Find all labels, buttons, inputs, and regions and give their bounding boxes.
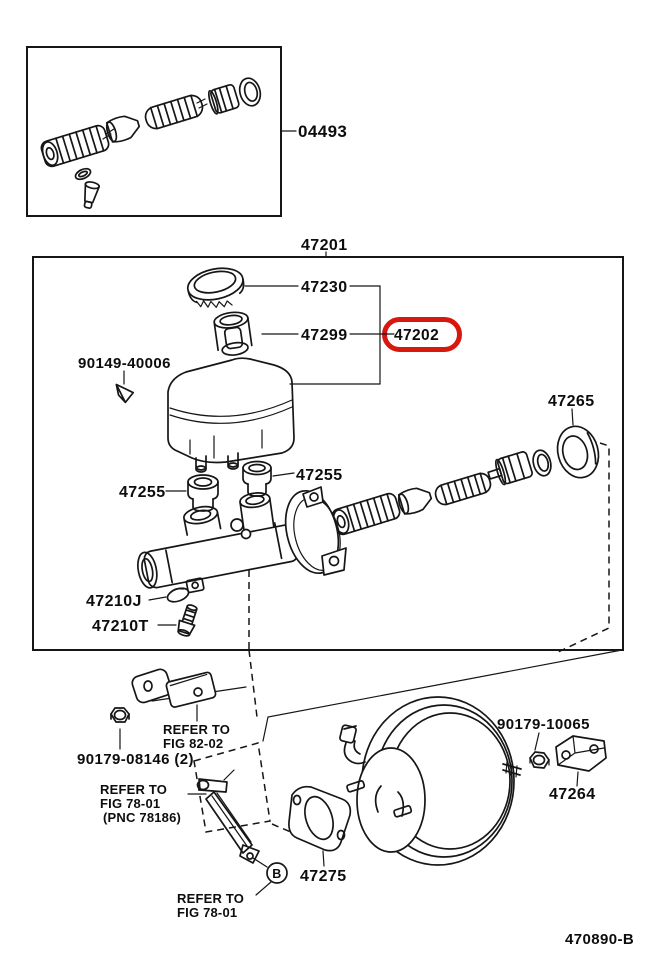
bracket-hole-right [193, 687, 203, 697]
grommet-rear-drawing [242, 460, 272, 497]
master-cylinder-drawing [137, 486, 347, 594]
part-label-outlet-grommet: 47210J [86, 593, 142, 610]
ref-fig82-line2: FIG 82-02 [163, 736, 223, 751]
cylinder-barrel-details [137, 522, 283, 594]
part-label-cap: 47230 [301, 279, 348, 296]
booster-drawing [339, 696, 522, 866]
ref-fig78a-line2: FIG 78-01 [100, 796, 160, 811]
part-label-highlighted: 47202 [394, 327, 439, 344]
grommet-front-group: 47255 [119, 474, 219, 512]
part-label-gasket: 47275 [300, 868, 347, 885]
kit-piston-boot [40, 124, 110, 168]
drawing-number: 470890-B [565, 931, 634, 948]
cylinder-port-front [183, 505, 222, 536]
cylinder-port-rear [239, 492, 276, 539]
repair-kit-box: 04493 [26, 46, 347, 217]
reservoir-callouts: 47230 47299 47202 90149-40006 [78, 279, 462, 385]
ref-fig78a-line1: REFER TO [100, 782, 167, 797]
callout-b-label: B [272, 867, 281, 881]
part-label-strainer: 47299 [301, 327, 348, 344]
primary-piston [487, 451, 533, 486]
piston-row [331, 449, 552, 536]
kit-box-label: 04493 [298, 122, 347, 141]
ref-fig82-line1: REFER TO [163, 722, 230, 737]
reservoir-ports [195, 452, 239, 473]
cylinder-flange [284, 486, 347, 576]
assembly-box: 47201 [32, 237, 624, 651]
callout-b-circle [266, 862, 288, 884]
kit-small-gasket [74, 167, 92, 181]
bracket-nut-drawing [110, 707, 130, 723]
grommet-rear-group: 47255 [242, 460, 343, 497]
cylinder-fitting-b [240, 528, 252, 540]
ref-fig78-pnc-group: REFER TO FIG 78-01 (PNC 78186) [100, 782, 207, 825]
ref-fig78b-line1: REFER TO [177, 891, 244, 906]
kit-piston [207, 83, 240, 115]
assembly-box-label: 47201 [301, 237, 348, 254]
ref-fig78a-line3: (PNC 78186) [103, 810, 181, 825]
end-seal-drawing [556, 425, 600, 479]
booster-check-valve [339, 724, 366, 765]
grommet-front-drawing [187, 474, 219, 512]
part-label-bracket-nut: 90179-08146 (2) [77, 751, 194, 768]
alignment-dashed-lines [193, 442, 610, 837]
outlet-grommet-drawing [166, 587, 190, 603]
reservoir-strainer-drawing [213, 311, 253, 356]
booster-gasket-group: 47275 [288, 785, 352, 885]
booster-bracket-group: 47264 [549, 735, 607, 803]
part-label-outlet-plug: 47210T [92, 618, 149, 635]
kit-plug-screw [83, 181, 101, 209]
part-label-grommet-rear: 47255 [296, 467, 343, 484]
outlet-plug-group: 47210T [92, 604, 198, 637]
booster-nut-group: 90179-10065 [497, 716, 590, 769]
mount-bracket-group: REFER TO FIG 82-02 [131, 668, 230, 751]
end-seal-group: 47265 [548, 393, 600, 479]
bracket-plate-right [165, 671, 217, 708]
reservoir-drawing [167, 357, 295, 473]
part-label-booster-nut: 90179-10065 [497, 716, 590, 733]
outlet-plug-drawing [177, 604, 198, 637]
reservoir-cap-drawing [186, 267, 245, 308]
piston-washer [532, 449, 552, 477]
kit-cone-piston [105, 115, 141, 143]
pushrod-arm-drawing: B REFER TO FIG 78-01 [177, 769, 288, 920]
part-label-grommet-front: 47255 [119, 484, 166, 501]
kit-rod2 [196, 98, 208, 109]
piston-boot [331, 492, 401, 536]
part-label-set-screw: 90149-40006 [78, 355, 171, 372]
set-screw-drawing [115, 383, 135, 404]
bracket-hole-left [143, 680, 153, 692]
cylinder-fitting-a [230, 518, 244, 532]
outlet-grommet-group: 47210J [86, 587, 190, 610]
booster-front-ticks [346, 780, 413, 818]
ref-fig78b-line2: FIG 78-01 [177, 905, 237, 920]
cone-piston [397, 487, 433, 515]
kit-washer-ring [238, 77, 262, 107]
part-label-seal: 47265 [548, 393, 595, 410]
return-spring [434, 472, 492, 506]
bracket-nut-group: 90179-08146 (2) [77, 707, 194, 768]
booster-stud [502, 761, 522, 778]
booster-nut-drawing [529, 751, 550, 769]
kit-spring [144, 94, 204, 130]
part-label-booster-bracket: 47264 [549, 786, 596, 803]
